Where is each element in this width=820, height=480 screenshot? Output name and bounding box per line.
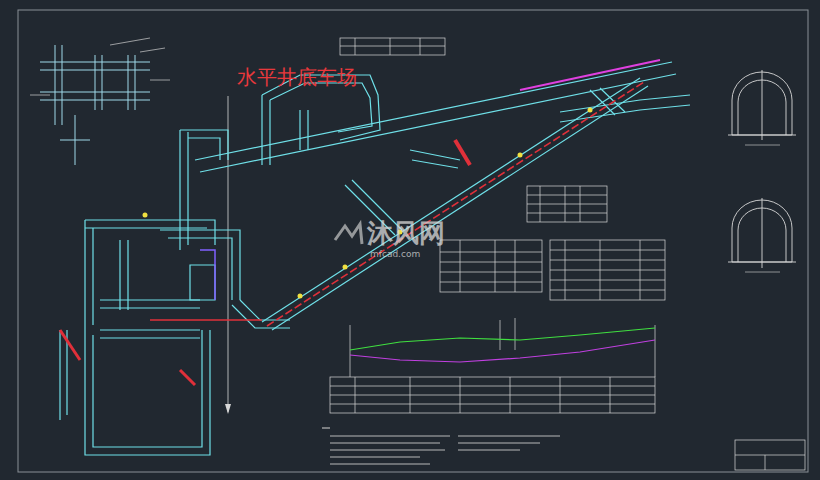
watermark: 沐风网 xyxy=(367,219,445,248)
watermark-url: mfcad.com xyxy=(370,250,420,260)
yard-title-label: 水平井底车场 xyxy=(237,66,357,88)
